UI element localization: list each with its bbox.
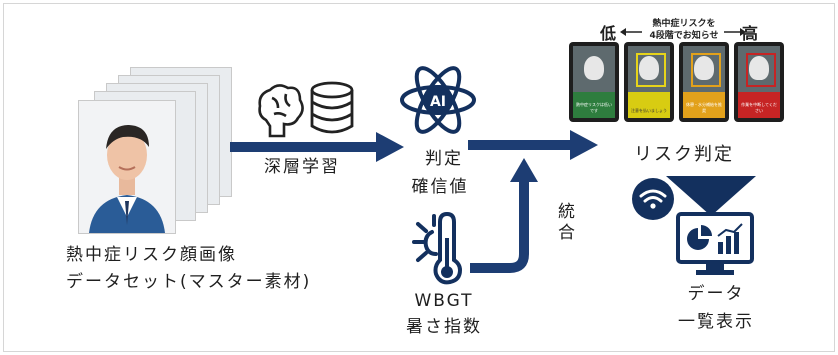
arrow-to-risk (468, 130, 598, 160)
arrow-learning (230, 132, 404, 162)
risk-scale-title1: 熱中症リスクを (652, 19, 716, 29)
risk-judgement-label: リスク判定 (634, 144, 734, 165)
risk-level-phone: 作業を中断してください (734, 42, 784, 122)
person-portrait (89, 125, 165, 233)
thermometer-sun-icon (412, 212, 463, 285)
risk-level-band: 注意を払いましょう (628, 92, 670, 118)
heat-index-label: 暑さ指数 (406, 317, 482, 337)
risk-level-phone: 熱中症リスクは低いです (569, 42, 619, 122)
merge-arrow (470, 158, 538, 273)
risk-level-band: 熱中症リスクは低いです (573, 92, 615, 118)
list-display-label: 一覧表示 (678, 312, 754, 332)
wbgt-label: WBGT (414, 291, 474, 311)
face-photo-front (78, 100, 176, 234)
judgement-confidence-line1: 判定 (425, 149, 463, 169)
dataset-caption-line2: データセット(マスター素材) (66, 272, 312, 292)
brain-database-icons (258, 81, 354, 138)
risk-low-label: 低 (600, 24, 617, 43)
judgement-confidence-line2: 確信値 (411, 177, 469, 197)
ai-atom-icon: AI (400, 66, 476, 134)
risk-level-band: 作業を中断してください (738, 92, 780, 118)
monitor-chart-icon (676, 212, 754, 275)
risk-level-phone: 注意を払いましょう (624, 42, 674, 122)
deep-learning-label: 深層学習 (264, 157, 340, 177)
risk-scale-arrows (620, 28, 746, 36)
wifi-icon (632, 178, 674, 220)
risk-high-label: 高 (742, 24, 759, 43)
merge-label: 統合 (553, 202, 574, 244)
risk-level-band: 休憩・水分補給を推奨 (683, 92, 725, 118)
dataset-caption-line1: 熱中症リスク顔画像 (66, 245, 237, 265)
database-icon (310, 81, 354, 134)
risk-level-phone: 休憩・水分補給を推奨 (679, 42, 729, 122)
risk-scale-title2: 4段階でお知らせ (649, 31, 719, 41)
brain-icon (258, 84, 304, 138)
data-label: データ (687, 284, 745, 304)
diagram-frame (3, 3, 835, 352)
ai-badge: AI (430, 94, 446, 110)
down-triangle (666, 176, 756, 216)
